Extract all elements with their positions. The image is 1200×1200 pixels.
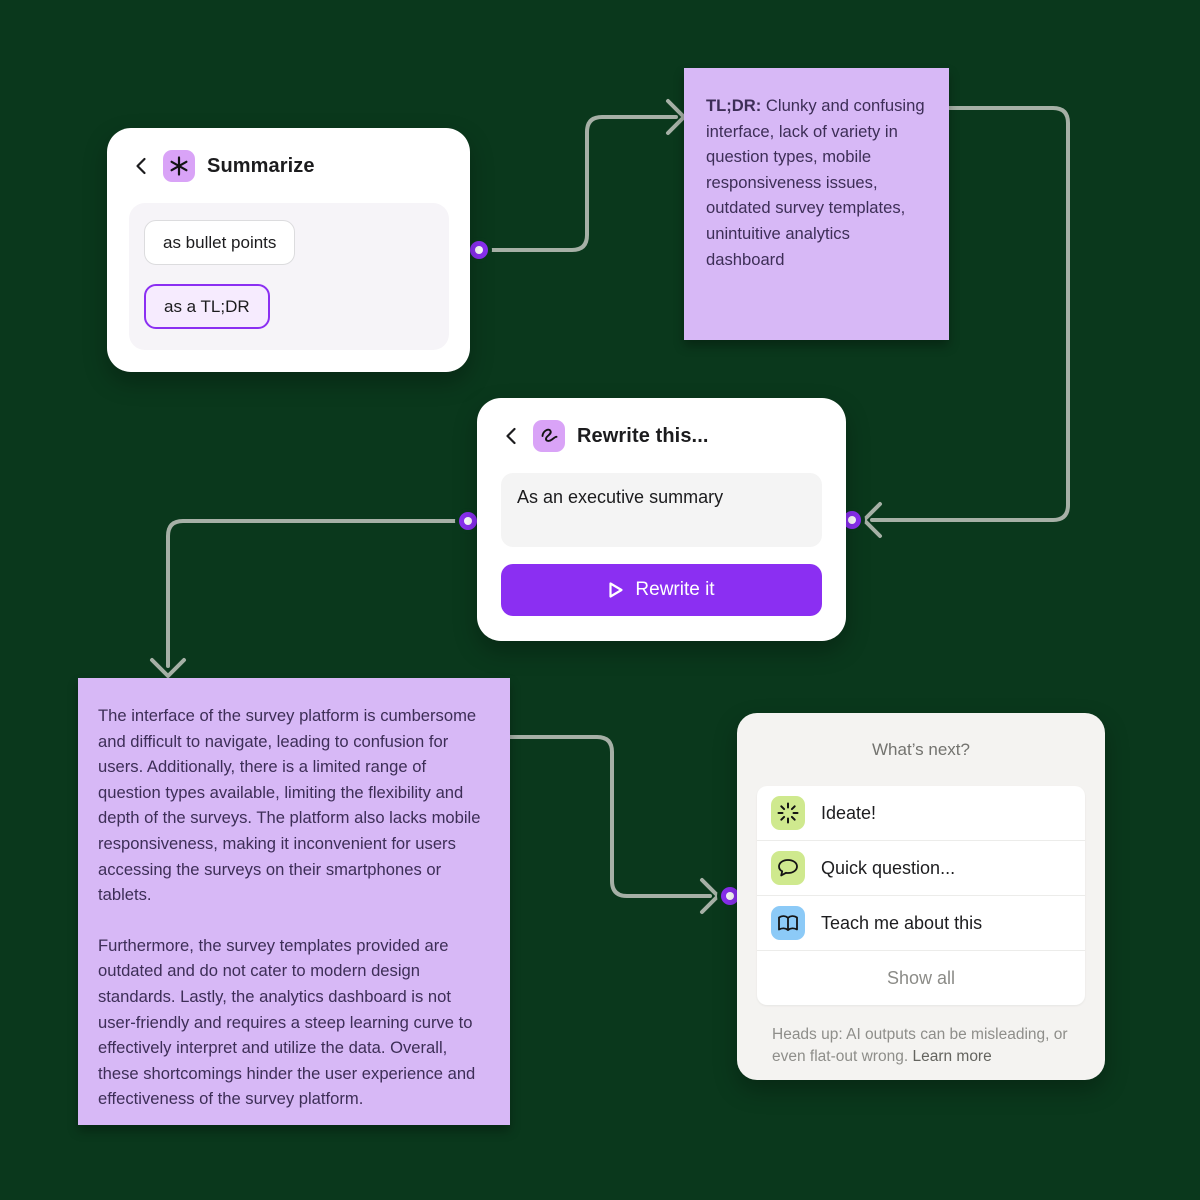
tldr-sticky-note[interactable]: TL;DR: Clunky and confusing interface, l… — [684, 68, 949, 340]
learn-more-link[interactable]: Learn more — [912, 1047, 992, 1065]
menu-item-label: Ideate! — [821, 802, 877, 823]
option-as-a-tldr[interactable]: as a TL;DR — [144, 284, 270, 329]
scribble-icon — [533, 420, 565, 452]
arrowhead-into-rewrite — [862, 502, 882, 538]
summarize-card-header: Summarize — [107, 128, 470, 182]
rewrite-it-button[interactable]: Rewrite it — [501, 564, 822, 616]
menu-item-ideate[interactable]: Ideate! — [757, 786, 1085, 841]
menu-item-label: Teach me about this — [821, 912, 983, 933]
menu-item-label: Quick question... — [821, 857, 956, 878]
rewrite-card-header: Rewrite this... — [477, 398, 846, 452]
summarize-card: Summarize as bullet points as a TL;DR — [107, 128, 470, 372]
option-as-bullet-points[interactable]: as bullet points — [144, 220, 296, 265]
asterisk-icon — [163, 150, 195, 182]
whats-next-list: Ideate! Quick question... Teach me about… — [757, 786, 1085, 1005]
rewrite-card: Rewrite this... As an executive summary … — [477, 398, 846, 641]
tldr-body: Clunky and confusing interface, lack of … — [706, 96, 925, 269]
burst-icon — [771, 796, 805, 830]
speech-bubble-icon — [771, 851, 805, 885]
arrowhead-into-next — [700, 878, 720, 914]
summary-paragraph-1: The interface of the survey platform is … — [98, 706, 481, 905]
whats-next-card: What’s next? Ideate! — [737, 713, 1105, 1080]
connector-rewrite-to-summary — [166, 519, 470, 668]
menu-item-teach-me[interactable]: Teach me about this — [757, 896, 1085, 951]
tldr-label: TL;DR: — [706, 96, 762, 115]
summary-paragraph-2: Furthermore, the survey templates provid… — [98, 935, 476, 1109]
rewrite-title: Rewrite this... — [577, 424, 709, 447]
whats-next-title: What’s next? — [872, 740, 970, 759]
play-icon — [608, 581, 624, 599]
tldr-note-text: TL;DR: Clunky and confusing interface, l… — [706, 93, 927, 272]
ai-disclaimer: Heads up: AI outputs can be misleading, … — [772, 1024, 1072, 1067]
rewrite-input[interactable]: As an executive summary — [501, 473, 822, 547]
menu-item-quick-question[interactable]: Quick question... — [757, 841, 1085, 896]
arrowhead-into-tldr — [666, 99, 686, 135]
summarize-title: Summarize — [207, 154, 315, 177]
connector-summarize-to-tldr — [477, 115, 678, 252]
summarize-options-panel: as bullet points as a TL;DR — [129, 203, 449, 350]
connector-summary-to-next — [508, 735, 712, 898]
open-book-icon — [771, 906, 805, 940]
summary-sticky-note[interactable]: The interface of the survey platform is … — [78, 678, 510, 1125]
rewrite-it-label: Rewrite it — [635, 579, 715, 600]
arrowhead-into-summary — [150, 658, 186, 678]
disclaimer-text: Heads up: AI outputs can be misleading, … — [772, 1026, 1068, 1065]
back-chevron-icon[interactable] — [501, 426, 521, 446]
show-all-button[interactable]: Show all — [886, 967, 956, 988]
back-chevron-icon[interactable] — [131, 156, 151, 176]
